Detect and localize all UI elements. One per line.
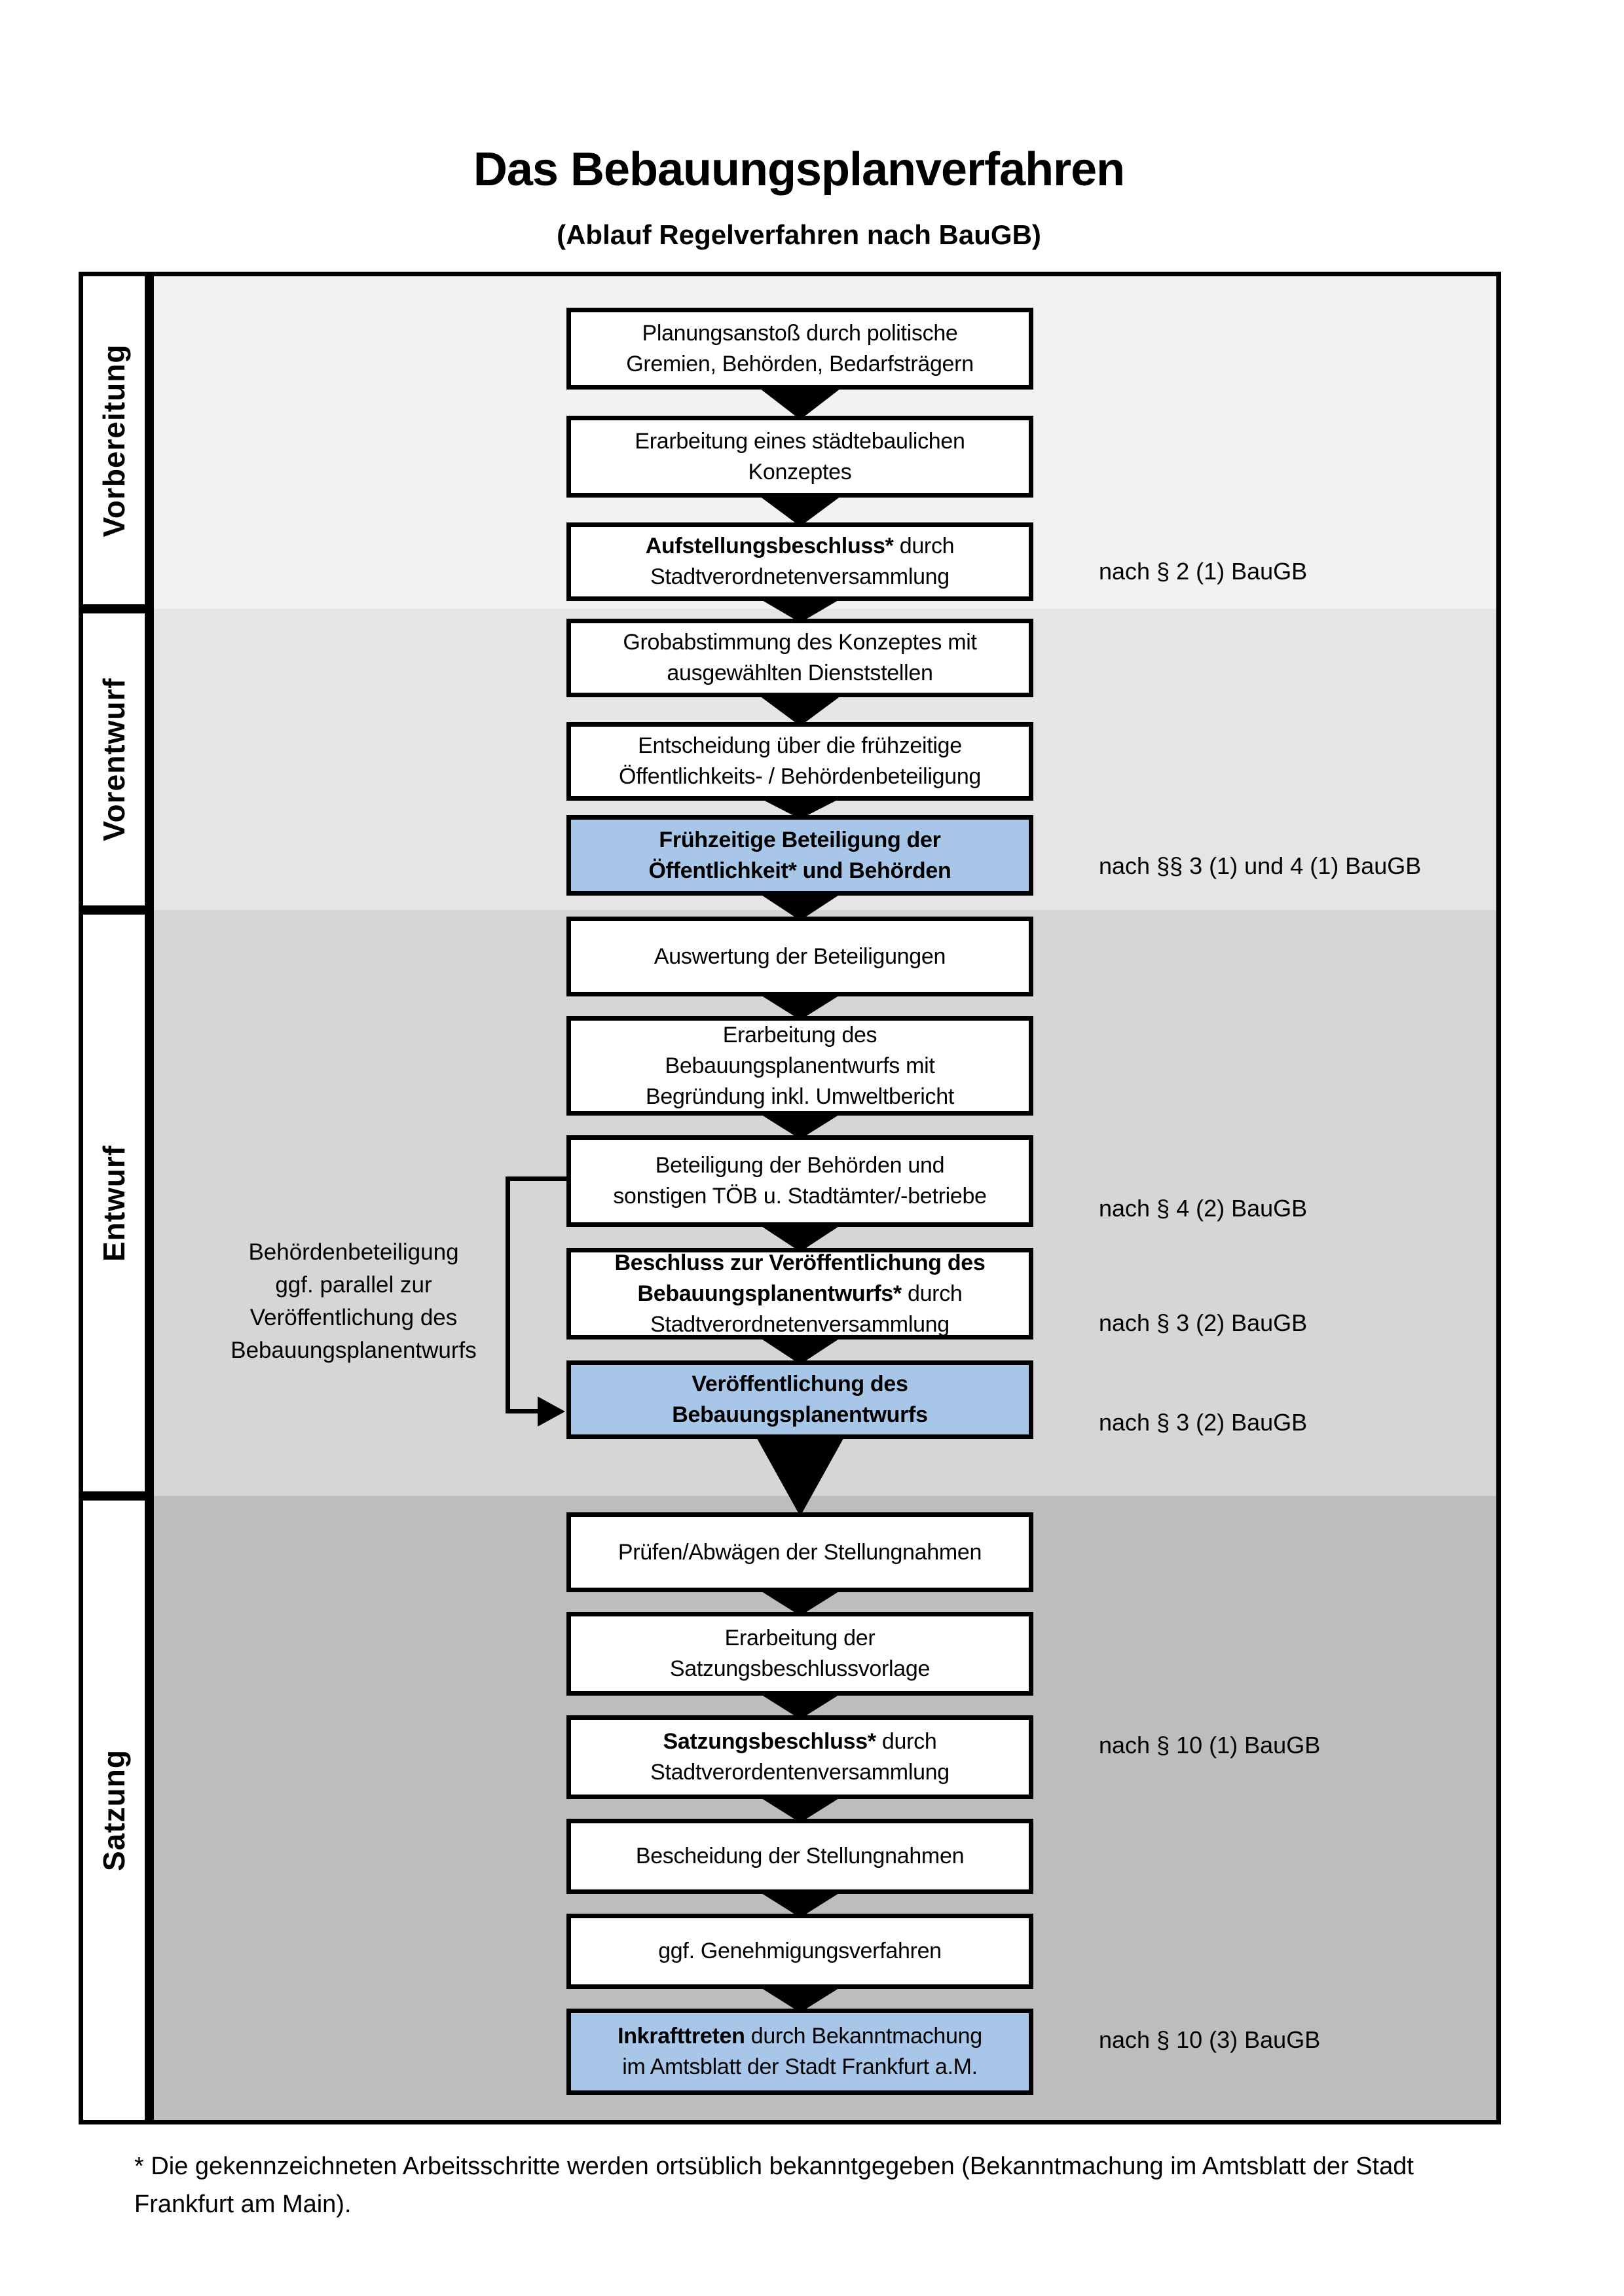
connector-arrowhead-icon	[538, 1396, 565, 1427]
flow-box-text-line: Konzeptes	[748, 459, 852, 484]
flow-arrow-down-icon	[754, 692, 846, 726]
flow-box-bescheidung-stellungnahmen: Bescheidung der Stellungnahmen	[566, 1819, 1033, 1894]
flow-arrow-down-icon	[754, 1434, 846, 1516]
flow-box-text-line: Bescheidung der Stellungnahmen	[635, 1844, 965, 1868]
flow-box-text-line: Begründung inkl. Umweltbericht	[645, 1084, 955, 1109]
flow-box-text-line: Frühzeitige Beteiligung der	[659, 827, 941, 852]
flow-box-text-line: Grobabstimmung des Konzeptes mit	[623, 630, 977, 655]
phase-label-text: Entwurf	[97, 1144, 131, 1262]
phase-label-satzung: Satzung	[79, 1496, 149, 2124]
connector-vertical-line	[506, 1176, 510, 1413]
flow-box-text-line: im Amtsblatt der Stadt Frankfurt a.M.	[622, 2054, 978, 2079]
page-subtitle: (Ablauf Regelverfahren nach BauGB)	[557, 219, 1041, 250]
phase-label-text: Vorbereitung	[97, 344, 131, 537]
connector-top-tick	[506, 1176, 566, 1181]
flow-box-text-line: Stadtverordnetenversammlung	[650, 564, 950, 589]
annotation-line: ggf. parallel zur	[275, 1272, 432, 1298]
flow-box-text-line: Erarbeitung der	[724, 1626, 876, 1650]
flow-box-text-line: Öffentlichkeit* und Behörden	[648, 858, 951, 883]
flow-box-pruefen-abwaegen: Prüfen/Abwägen der Stellungnahmen	[566, 1512, 1033, 1592]
flow-box-text-line: Veröffentlichung des	[692, 1372, 908, 1396]
phase-label-vorentwurf: Vorentwurf	[79, 609, 149, 910]
flow-box-text-line: Beteiligung der Behörden und	[655, 1153, 945, 1178]
flow-box-auswertung-beteiligungen: Auswertung der Beteiligungen	[566, 917, 1033, 996]
flow-box-text-line: Planungsanstoß durch politische	[642, 320, 958, 346]
phase-label-vorbereitung: Vorbereitung	[79, 272, 149, 609]
flow-arrow-down-icon	[754, 492, 846, 526]
flow-box-text-line: Satzungsbeschluss* durch	[663, 1729, 937, 1754]
flow-box-text-line: Stadtverordentenversammlung	[650, 1760, 950, 1785]
flow-arrow-down-icon	[754, 384, 846, 420]
phase-label-text: Satzung	[97, 1749, 131, 1871]
flow-box-inkrafttreten: Inkrafttreten durch Bekanntmachung im Amt…	[566, 2009, 1033, 2095]
legal-reference: nach § 2 (1) BauGB	[1099, 558, 1308, 585]
flow-box-text-line: Bebauungsplanentwurfs	[672, 1402, 928, 1427]
annotation-line: Behördenbeteiligung	[248, 1239, 459, 1265]
page-title: Das Bebauungsplanverfahren	[473, 143, 1125, 196]
flow-box-text-line: Entscheidung über die frühzeitige	[638, 733, 962, 758]
flow-box-text-line: sonstigen TÖB u. Stadtämter/-betriebe	[613, 1184, 987, 1209]
flow-box-text-line: Satzungsbeschlussvorlage	[669, 1656, 931, 1681]
legal-reference: nach § 3 (2) BauGB	[1099, 1309, 1308, 1336]
flow-box-text-line: Stadtverordnetenversammlung	[650, 1311, 950, 1337]
footnote-line: * Die gekennzeichneten Arbeitsschritte w…	[134, 2153, 1414, 2180]
flow-box-text-line: Beschluss zur Veröffentlichung des	[614, 1250, 986, 1275]
flow-box-text-line: Bebauungsplanentwurfs* durch	[637, 1281, 963, 1306]
legal-reference: nach § 10 (3) BauGB	[1099, 2026, 1321, 2053]
flow-box-text-line: Öffentlichkeits- / Behördenbeteiligung	[618, 764, 982, 789]
flow-box-text-line: Bebauungsplanentwurfs mit	[665, 1053, 935, 1078]
footnote: * Die gekennzeichneten Arbeitsschritte w…	[134, 2147, 1522, 2223]
annotation-line: Bebauungsplanentwurfs	[231, 1338, 477, 1363]
flow-box-text-line: ggf. Genehmigungsverfahren	[658, 1939, 942, 1963]
phase-label-text: Vorentwurf	[97, 678, 131, 841]
flow-box-text-line: Erarbeitung eines städtebaulichen	[635, 428, 965, 454]
flow-box-text-line: ausgewählten Dienststellen	[667, 661, 933, 685]
flow-box-text-line: Auswertung der Beteiligungen	[654, 943, 946, 969]
legal-reference: nach § 10 (1) BauGB	[1099, 1732, 1321, 1758]
legal-reference: nach § 3 (2) BauGB	[1099, 1409, 1308, 1436]
connector-bottom-line	[506, 1409, 544, 1413]
flow-box-text-line: Prüfen/Abwägen der Stellungnahmen	[618, 1539, 982, 1565]
flow-box-text-line: Gremien, Behörden, Bedarfsträgern	[626, 351, 974, 376]
annotation-line: Veröffentlichung des	[249, 1305, 458, 1330]
flow-box-beteiligung-behoerden-toeb: Beteiligung der Behörden und sonstigen TÖ…	[566, 1135, 1033, 1227]
flow-box-text-line: Inkrafttreten durch Bekanntmachung	[618, 2024, 982, 2049]
flow-box-grobabstimmung: Grobabstimmung des Konzeptes mit ausgewäh…	[566, 619, 1033, 697]
flow-box-genehmigungsverfahren: ggf. Genehmigungsverfahren	[566, 1914, 1033, 1989]
flow-box-text-line: Erarbeitung des	[722, 1022, 877, 1048]
phase-label-entwurf: Entwurf	[79, 910, 149, 1496]
legal-reference: nach §§ 3 (1) und 4 (1) BauGB	[1099, 852, 1422, 879]
footnote-line: Frankfurt am Main).	[134, 2191, 352, 2218]
legal-reference: nach § 4 (2) BauGB	[1099, 1195, 1308, 1222]
flow-box-text-line: Aufstellungsbeschluss* durch	[645, 534, 955, 558]
